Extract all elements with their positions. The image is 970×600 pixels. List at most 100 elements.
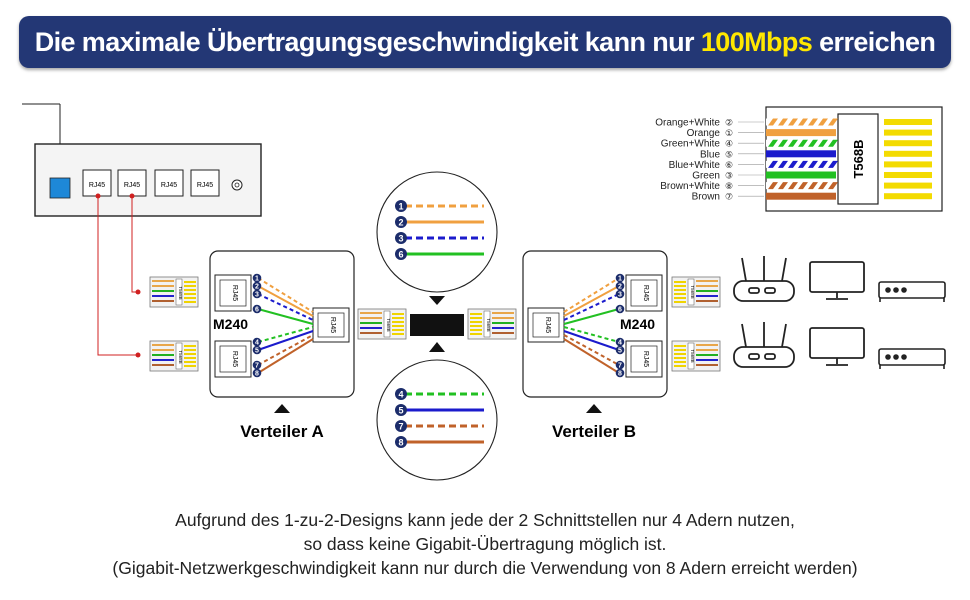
t568b-wire-stripe (808, 182, 818, 190)
t568b-wire-stripe (778, 118, 788, 126)
t568b-wire-stripe (788, 182, 798, 190)
t568b-wire-number: ① (725, 129, 733, 139)
t568b-wire-stripe (818, 160, 828, 168)
t568b-contact (884, 161, 932, 168)
t568b-contact (884, 172, 932, 178)
t568b-wire-label: Brown (692, 192, 720, 203)
router-port-1-label: RJ45 (89, 182, 105, 189)
t568b-wire-label: Green (692, 171, 720, 182)
splitter-a-port-upper-label: RJ45 (231, 285, 238, 301)
legend-bottom-num-8: 8 (398, 437, 403, 447)
router-icon-upper (733, 256, 795, 302)
splitter-a-pin-8: 8 (255, 371, 259, 378)
switch-device: RJ45 RJ45 RJ45 RJ45 (22, 103, 262, 217)
monitor-icon-lower (809, 327, 865, 366)
t568b-wire-number: ③ (725, 172, 733, 182)
splitter-b-port-upper-label: RJ45 (642, 285, 649, 301)
t568b-wire-stripe (828, 182, 838, 190)
t568b-wire-stripe (788, 160, 798, 168)
splitter-b-model: M240 (620, 316, 655, 332)
splitter-a-pin-2: 2 (255, 284, 259, 291)
plug-b-upper-label: T568B (690, 285, 695, 298)
plug-a-lower: T568B (149, 340, 199, 372)
splitter-b-name: Verteiler B (552, 422, 636, 441)
t568b-wire-stripe (818, 118, 828, 126)
splitter-a-pin-5: 5 (255, 348, 259, 355)
splitter-b-pin-6: 6 (618, 307, 622, 314)
t568b-wire-stripe (778, 182, 788, 190)
caption-line-1: Aufgrund des 1-zu-2-Designs kann jede de… (175, 510, 795, 530)
legend-bottom-num-7: 7 (398, 421, 403, 431)
splitter-b-port-lower-label: RJ45 (642, 351, 649, 367)
t568b-wire-stripe (798, 139, 808, 147)
title-text-after: erreichen (812, 26, 936, 57)
plug-b-lower-label: T568B (690, 349, 695, 362)
t568b-wire-stripe (798, 182, 808, 190)
splitter-b-pin-5: 5 (618, 348, 622, 355)
splitter-a-port-lower-label: RJ45 (231, 351, 238, 367)
t568b-wire-number: ④ (725, 140, 733, 150)
title-highlight-speed: 100Mbps (700, 26, 813, 57)
caption-line-2: so dass keine Gigabit-Übertragung möglic… (303, 534, 667, 554)
t568b-wire (766, 150, 836, 158)
title-text-before: Die maximale Übertragungsgeschwindigkeit… (34, 26, 701, 57)
legend-top-num-6: 6 (398, 249, 403, 259)
t568b-contact (884, 150, 932, 157)
splitter-a-pin-6: 6 (255, 307, 259, 314)
t568b-wire-label: Orange (687, 128, 721, 139)
t568b-wire-number: ⑧ (725, 182, 733, 192)
t568b-wire-stripe (768, 160, 778, 168)
t568b-wire-stripe (778, 160, 788, 168)
t568b-wire-number: ⑦ (725, 193, 733, 203)
splitter-a-pin-7: 7 (255, 363, 259, 370)
legend-top-num-1: 1 (398, 201, 403, 211)
t568b-wire-stripe (798, 118, 808, 126)
legend-top-num-3: 3 (398, 233, 403, 243)
triangle-pointer-b-icon (586, 404, 602, 413)
router-port-2: RJ45 (117, 169, 147, 197)
router-port-3-label: RJ45 (161, 182, 177, 189)
t568b-wire-number: ⑥ (725, 161, 733, 171)
t568b-wire-stripe (818, 139, 828, 147)
triangle-pointer-down-icon (429, 342, 445, 352)
t568b-wire (766, 129, 836, 137)
t568b-contact (884, 129, 932, 136)
router-port-4-label: RJ45 (197, 182, 213, 189)
red-connection-lines (97, 196, 138, 356)
router-port-1: RJ45 (82, 169, 112, 197)
legend-top-num-2: 2 (398, 217, 403, 227)
t568b-wire-stripe (788, 118, 798, 126)
coupler-plug-right-label: T568B (486, 318, 491, 331)
uplink-port-icon (49, 177, 71, 199)
router-port-3: RJ45 (154, 169, 184, 197)
plug-b-upper (671, 276, 721, 308)
t568b-wire-stripe (808, 160, 818, 168)
splitter-b-port-main-label: RJ45 (544, 317, 551, 333)
caption-line-3: (Gigabit-Netzwerkgeschwindigkeit kann nu… (112, 558, 858, 578)
monitor-icon-upper (809, 261, 865, 300)
triangle-pointer-icon (274, 404, 290, 413)
t568b-wire-label: Brown+White (660, 181, 720, 192)
splitter-a-name: Verteiler A (240, 422, 323, 441)
splitter-a: RJ45 RJ45 M240 RJ45 1 2 3 6 4 5 7 8 (209, 250, 355, 441)
t568b-title: T568B (851, 139, 866, 178)
t568b-wire-stripe (828, 160, 838, 168)
legend-pairs-bottom: 4 5 7 8 (376, 359, 498, 481)
title-banner: Die maximale Übertragungsgeschwindigkeit… (19, 16, 951, 68)
t568b-wire-number: ② (725, 119, 733, 129)
splitter-b-pin-4: 4 (618, 340, 622, 347)
t568b-wire-stripe (768, 182, 778, 190)
router-port-4: RJ45 (190, 169, 220, 197)
router-icon-lower (733, 322, 795, 368)
splitter-a-model: M240 (213, 316, 248, 332)
t568b-wire (766, 192, 836, 200)
router-port-2-label: RJ45 (124, 182, 140, 189)
title-text: Die maximale Übertragungsgeschwindigkeit… (35, 27, 936, 58)
t568b-wire-label: Blue+White (669, 160, 721, 171)
t568b-contact (884, 193, 932, 200)
t568b-wire-stripe (808, 139, 818, 147)
plug-a-upper-label: T568B (178, 286, 183, 299)
t568b-contact (884, 140, 932, 147)
